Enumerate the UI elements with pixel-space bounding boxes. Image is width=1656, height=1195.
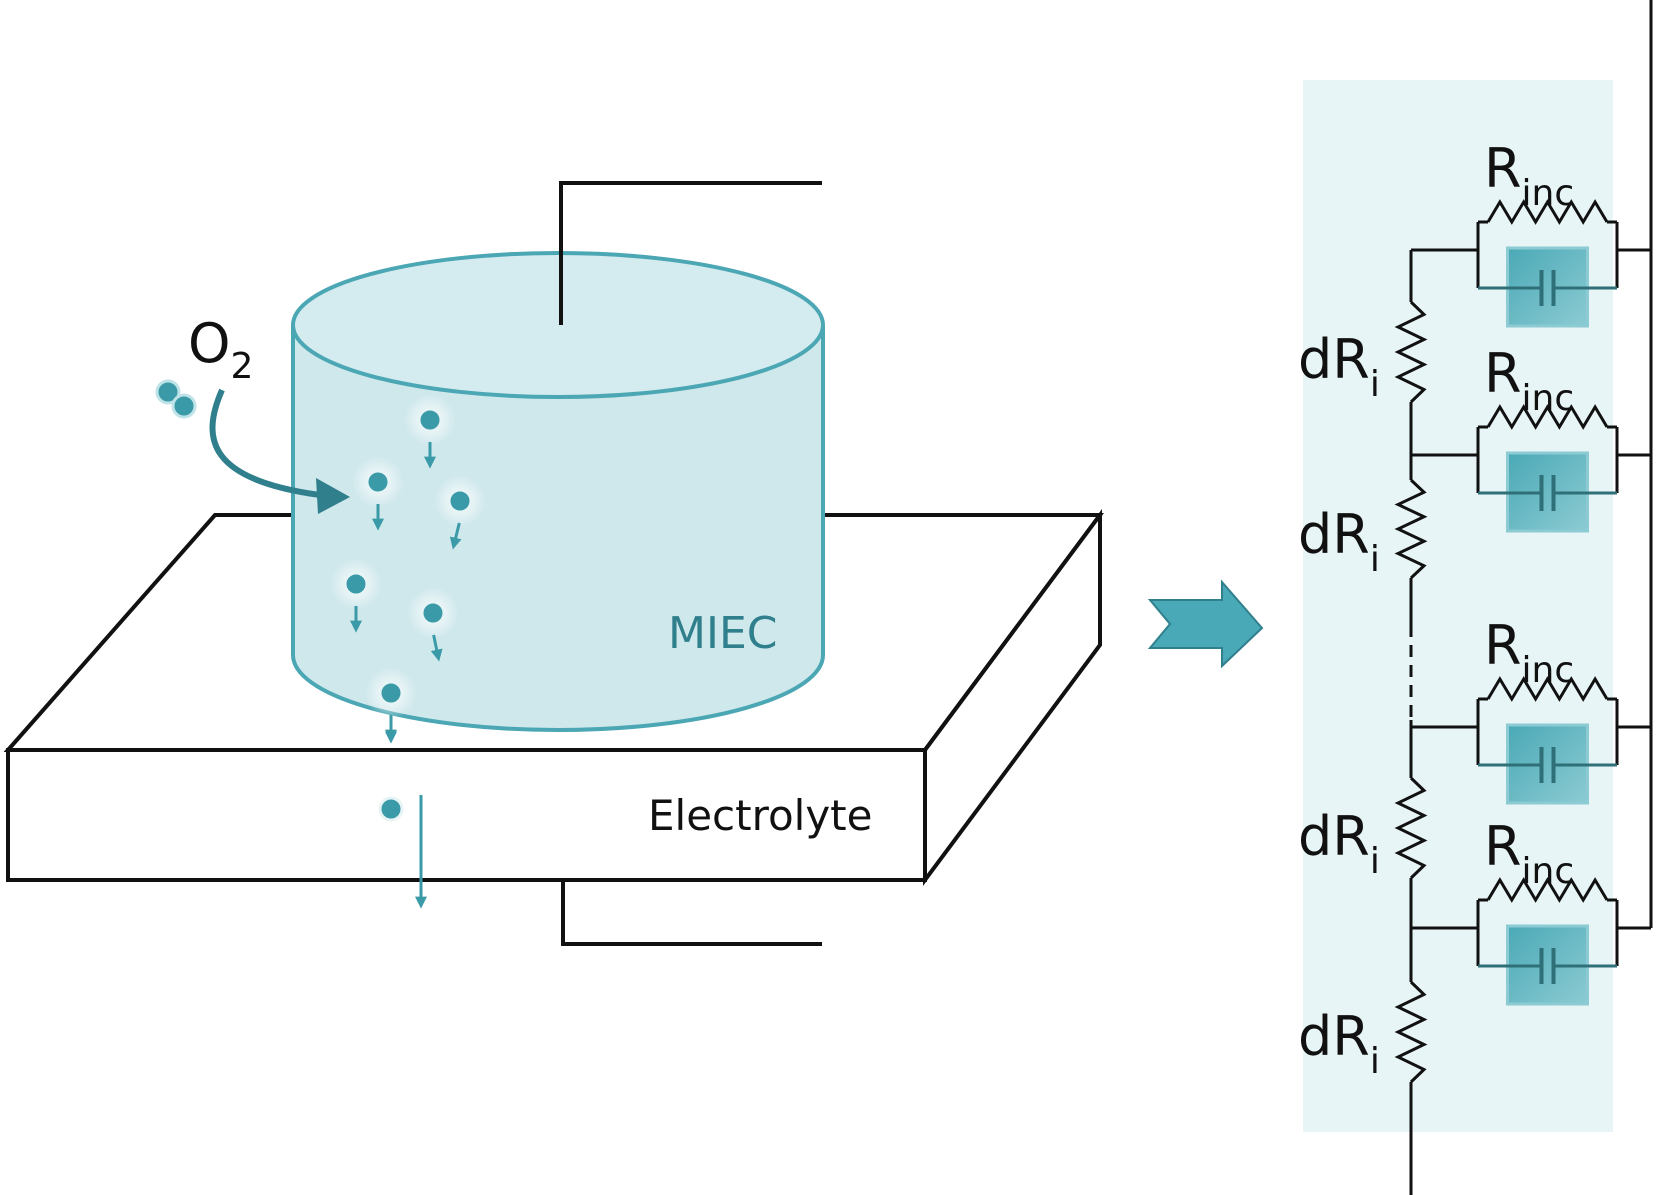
oxygen-ion-group [330, 394, 486, 909]
oxygen-ion-icon [352, 456, 404, 531]
incorporation-resistor-label: Rinc [1484, 342, 1574, 419]
incorporation-resistor [1486, 676, 1609, 702]
series-resistor [1394, 980, 1428, 1084]
rc-branch [1411, 199, 1651, 328]
series-resistor [1394, 300, 1428, 404]
top-electrode-wire [559, 181, 822, 325]
oxygen-ion-icon [407, 587, 459, 662]
incorporation-resistor-label: Rinc [1484, 614, 1574, 691]
series-resistor-label: dRi [1298, 805, 1380, 882]
adsorption-arrow [209, 388, 321, 498]
oxygen-ion-icon [434, 475, 486, 550]
rc-branch [1411, 877, 1651, 1006]
rc-branch [1411, 676, 1651, 805]
incorporation-resistor-label: Rinc [1484, 815, 1574, 892]
incorporation-resistor [1486, 404, 1609, 430]
series-resistor-label: dRi [1298, 1005, 1380, 1082]
oxygen-molecule-icon [155, 379, 197, 419]
oxygen-ion-icon [330, 558, 382, 633]
series-resistor [1394, 776, 1428, 880]
incorporation-resistor [1486, 877, 1609, 903]
gas-label: O2 [188, 312, 253, 387]
adsorption-arrow-head [316, 478, 350, 514]
bottom-electrode-wire [561, 880, 822, 946]
series-resistor-label: dRi [1298, 328, 1380, 405]
right-arrow-icon [1147, 579, 1264, 669]
oxygen-ion-icon [378, 720, 427, 909]
oxygen-ion-icon [365, 667, 417, 742]
oxygen-ion-icon [404, 394, 456, 469]
series-resistor-label: dRi [1298, 503, 1380, 580]
miec-label: MIEC [668, 608, 777, 659]
series-resistor [1394, 478, 1428, 580]
incorporation-resistor [1486, 199, 1609, 225]
incorporation-resistor-label: Rinc [1484, 137, 1574, 214]
rc-branch [1411, 404, 1651, 533]
electrolyte-label: Electrolyte [648, 791, 872, 840]
